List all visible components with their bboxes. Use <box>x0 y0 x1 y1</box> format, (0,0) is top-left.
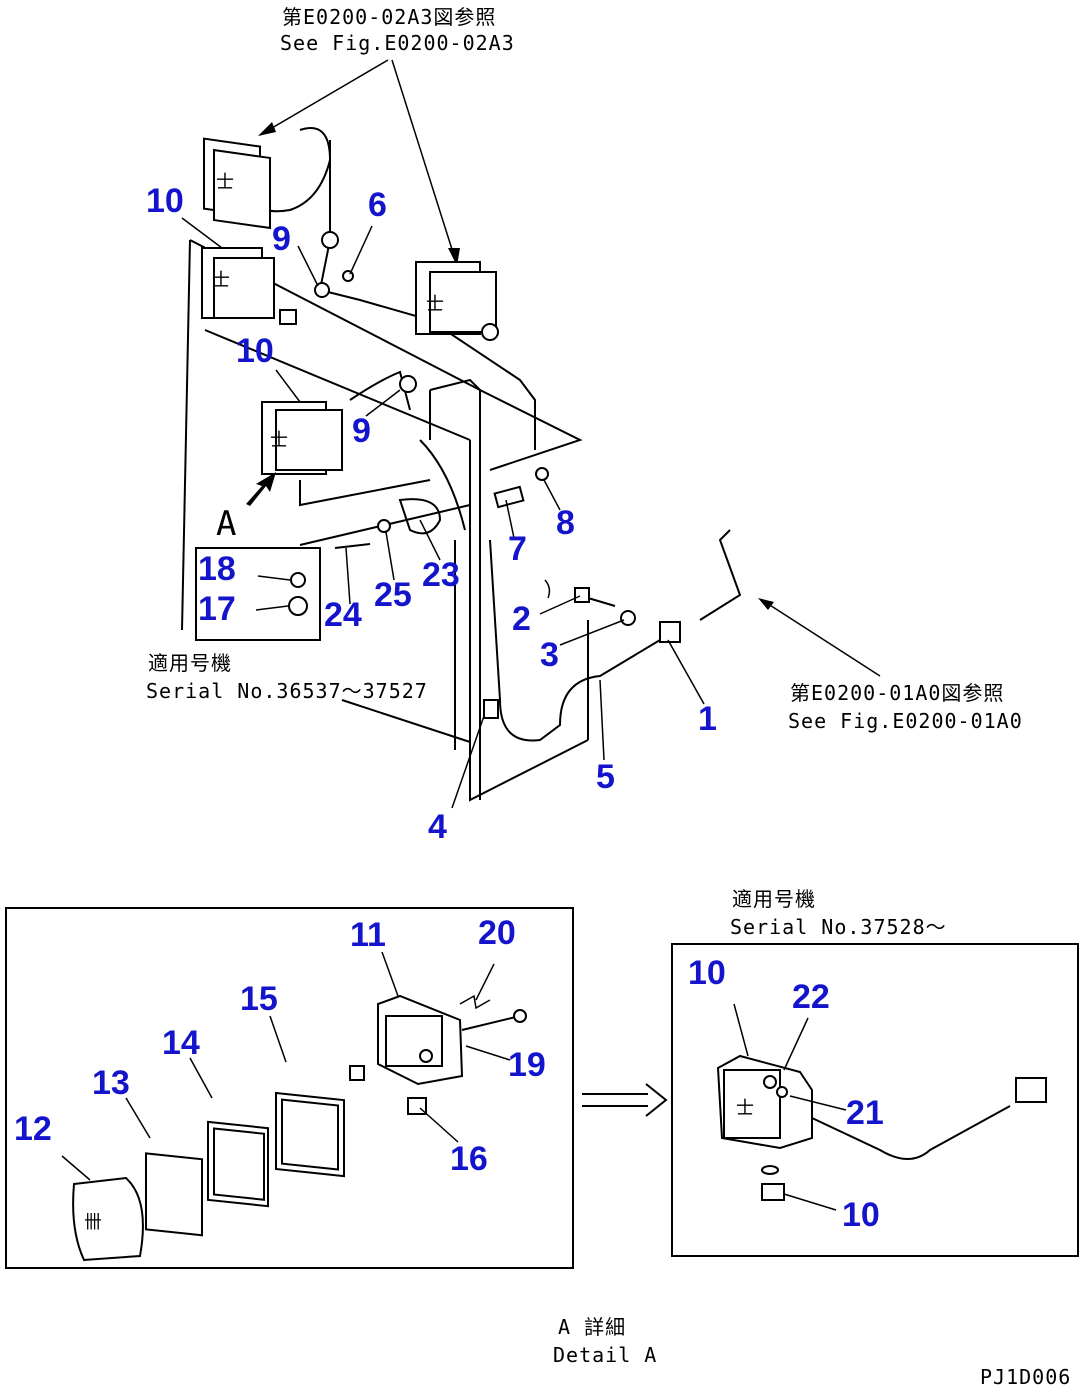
detail-a-new-parts: 士 <box>716 1054 1047 1201</box>
serial-left-en: Serial No.36537～37527 <box>146 679 428 703</box>
callout-5: 5 <box>596 758 615 796</box>
svg-text:士: 士 <box>426 294 444 315</box>
svg-text:士: 士 <box>736 1098 754 1119</box>
callout-3: 3 <box>540 636 559 674</box>
serial-right-jp: 適用号機 <box>732 887 816 911</box>
work-lamp-mid-left: 士 <box>201 247 297 325</box>
detail-a-leaders <box>61 951 511 1181</box>
callout-8: 8 <box>556 504 575 542</box>
serial-right-en: Serial No.37528～ <box>730 915 947 939</box>
callout-22: 22 <box>792 978 830 1016</box>
svg-text:士: 士 <box>270 430 288 451</box>
callout-12: 12 <box>14 1110 52 1148</box>
callout-10: 10 <box>842 1196 880 1234</box>
callout-4: 4 <box>428 808 447 846</box>
view-label-a: A <box>216 504 236 544</box>
callout-9: 9 <box>352 412 371 450</box>
detail-a-new-leaders <box>733 1003 847 1211</box>
detail-a-exploded-box <box>5 907 574 1269</box>
svg-text:卌: 卌 <box>84 1212 102 1233</box>
callout-leaders <box>181 217 705 809</box>
callout-25: 25 <box>374 576 412 614</box>
callout-14: 14 <box>162 1024 200 1062</box>
callout-19: 19 <box>508 1046 546 1084</box>
transition-arrow <box>582 1083 668 1117</box>
callout-16: 16 <box>450 1140 488 1178</box>
callout-10: 10 <box>236 332 274 370</box>
serial-left-jp: 適用号機 <box>148 651 232 675</box>
callout-6: 6 <box>368 186 387 224</box>
view-a-inset <box>195 547 321 641</box>
callout-9: 9 <box>272 220 291 258</box>
detail-jp: A 詳細 <box>558 1315 626 1339</box>
reference-leaders <box>258 59 881 677</box>
ref-right-jp: 第E0200-01A0図参照 <box>790 681 1004 705</box>
callout-2: 2 <box>512 600 531 638</box>
cab-frame <box>181 239 589 802</box>
detail-a-new-box <box>671 943 1079 1257</box>
callout-7: 7 <box>508 530 527 568</box>
work-lamp-top-left: 士 <box>203 137 271 230</box>
callout-15: 15 <box>240 980 278 1018</box>
callout-23: 23 <box>422 556 460 594</box>
callout-13: 13 <box>92 1064 130 1102</box>
callout-1: 1 <box>698 700 717 738</box>
lamp-glyph: 士 <box>216 172 234 193</box>
ref-right-en: See Fig.E0200-01A0 <box>788 709 1023 733</box>
callout-21: 21 <box>846 1094 884 1132</box>
callout-17: 17 <box>198 590 236 628</box>
ref-top-jp: 第E0200-02A3図参照 <box>282 5 496 29</box>
work-lamp-right: 士 <box>415 261 499 341</box>
work-lamp-lower: 士 <box>261 375 417 475</box>
svg-text:士: 士 <box>212 270 230 291</box>
detail-a-exploded-parts: 卌 <box>72 994 527 1262</box>
detail-en: Detail A <box>553 1343 657 1367</box>
ref-top-en: See Fig.E0200-02A3 <box>280 31 515 55</box>
callout-24: 24 <box>324 596 362 634</box>
callout-11: 11 <box>350 916 386 954</box>
callout-20: 20 <box>478 914 516 952</box>
callout-10: 10 <box>146 182 184 220</box>
drawing-code: PJ1D006 <box>980 1365 1071 1388</box>
callout-10: 10 <box>688 954 726 992</box>
view-arrow-a <box>246 472 276 506</box>
small-parts <box>314 231 681 719</box>
callout-18: 18 <box>198 550 236 588</box>
